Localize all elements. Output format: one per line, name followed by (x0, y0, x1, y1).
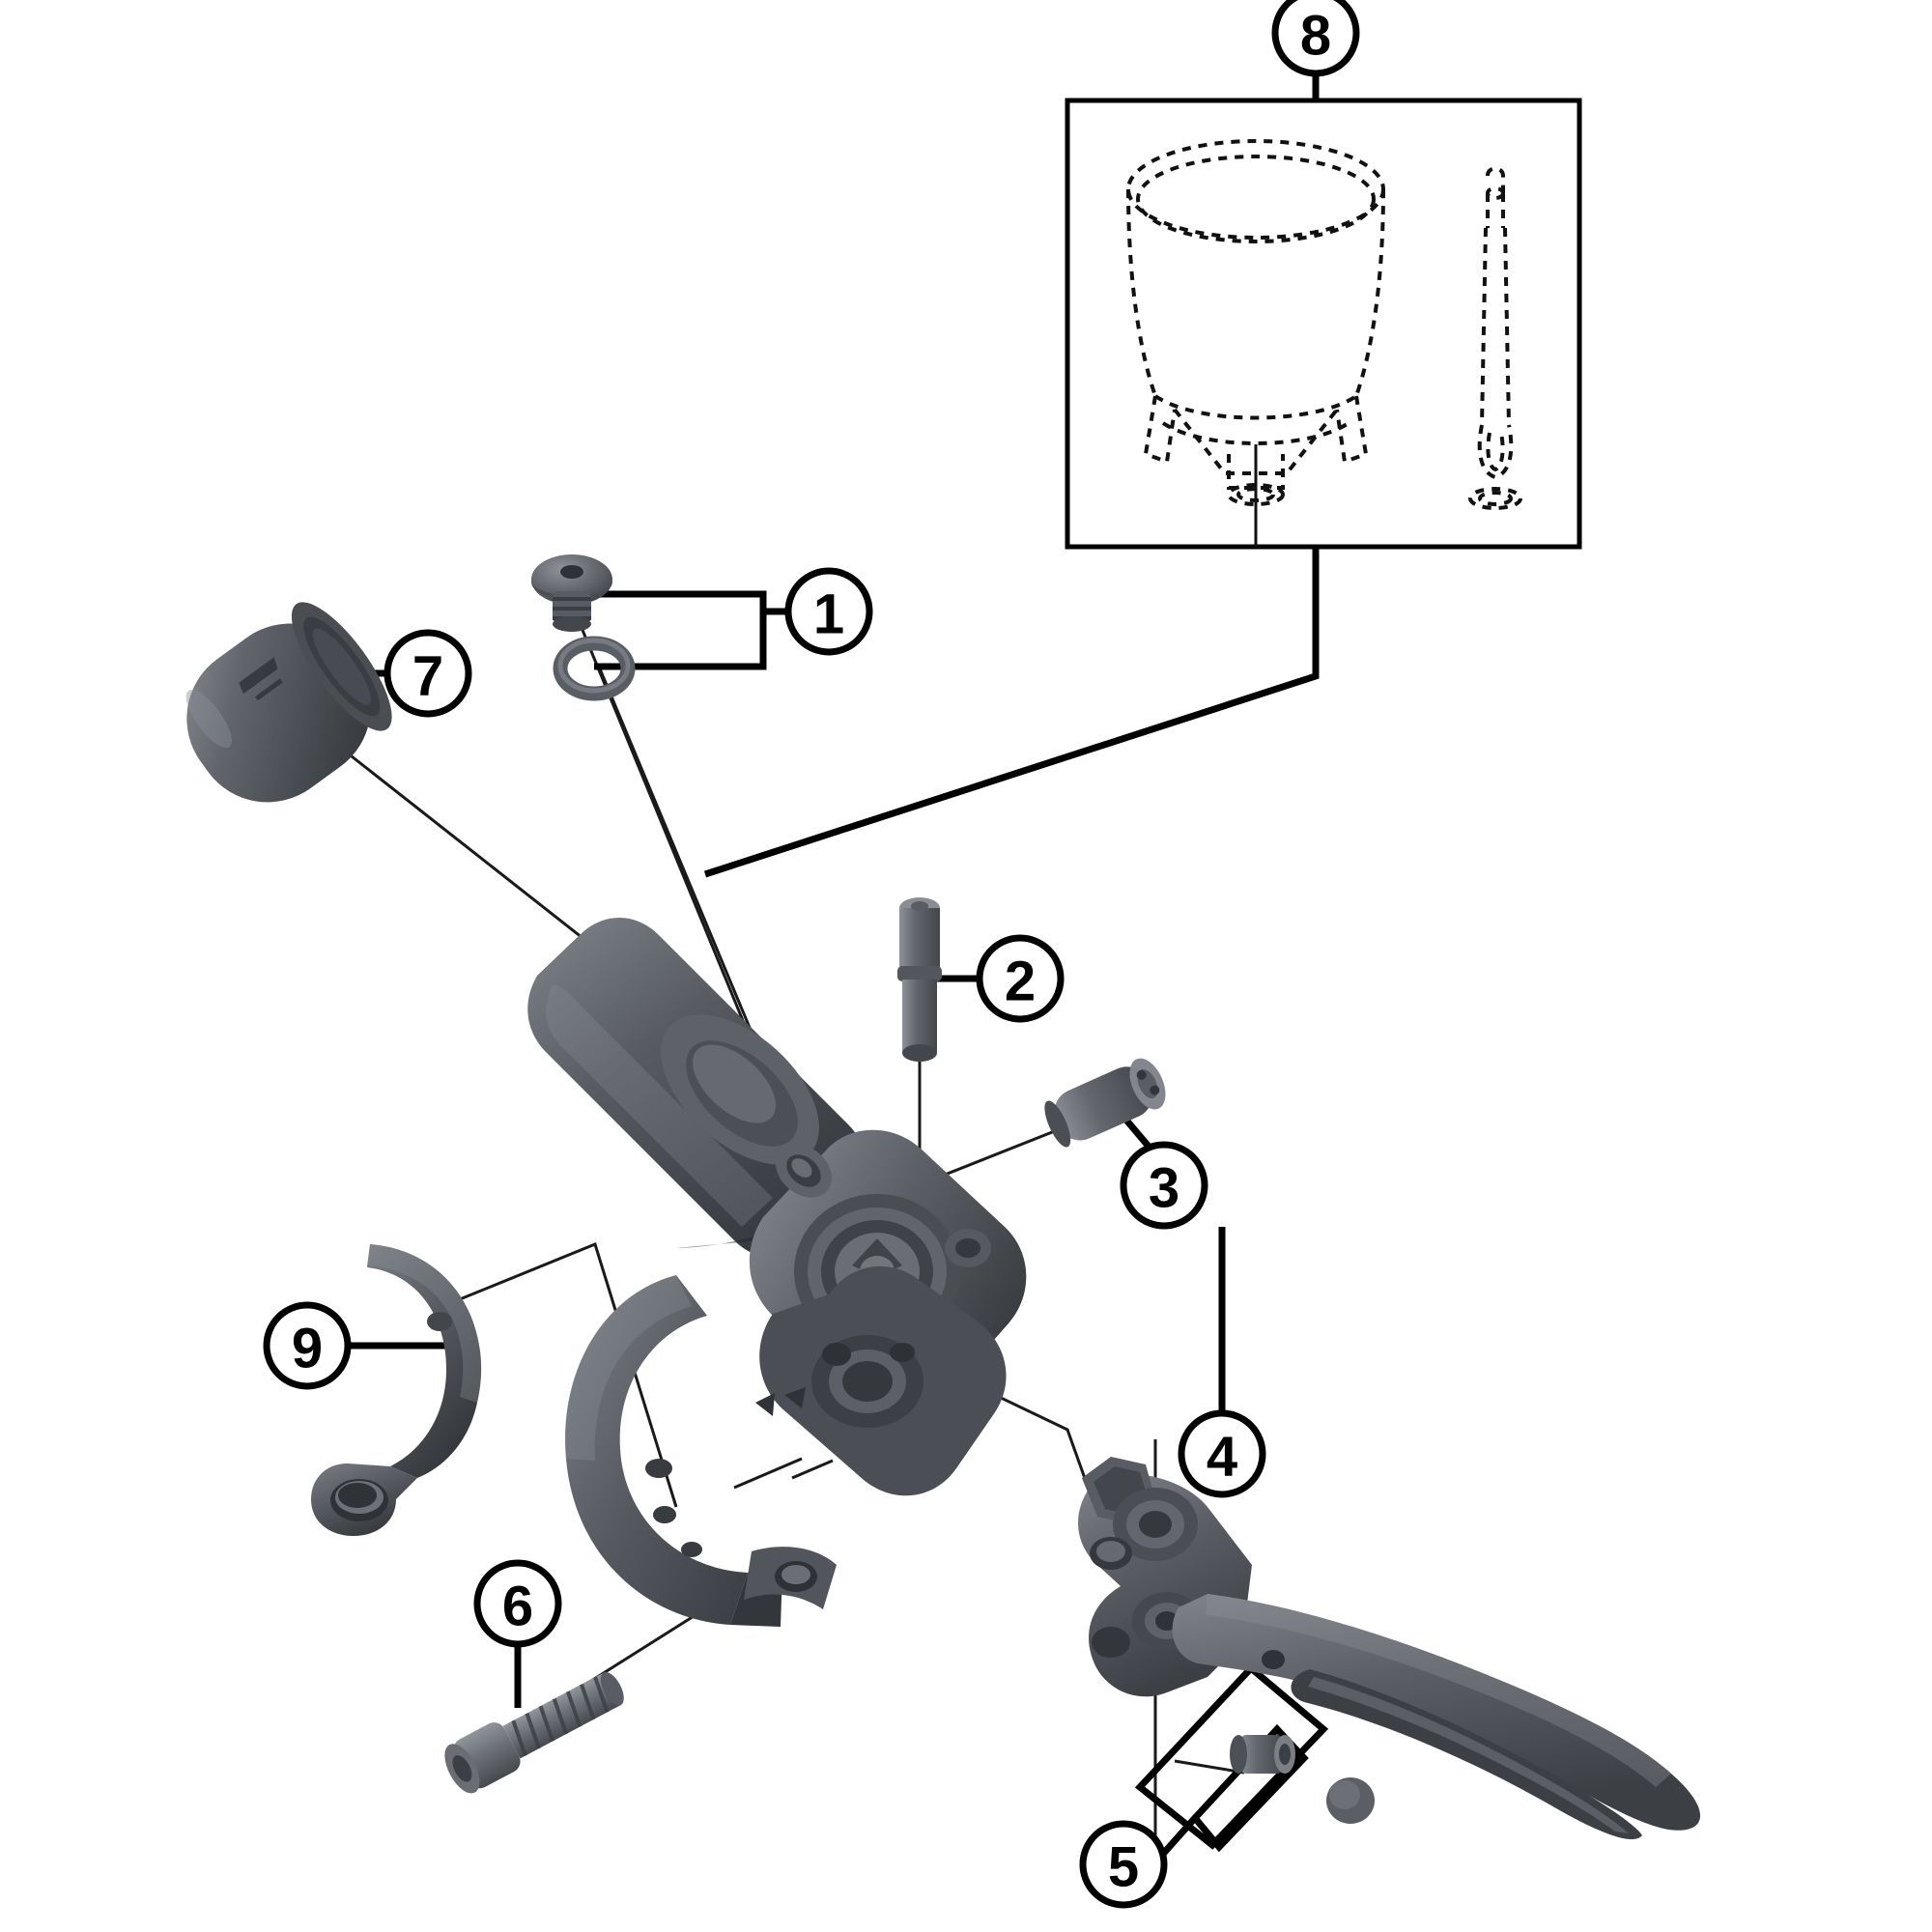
callout-8[interactable]: 8 (1271, 0, 1360, 77)
callout-9[interactable]: 9 (263, 1301, 352, 1390)
callout-9-label: 9 (292, 1318, 323, 1380)
part-o-ring-seal (553, 636, 636, 701)
part-pivot-pin (1326, 1777, 1375, 1824)
callout-7-label: 7 (412, 645, 443, 708)
part-push-rod-pin (897, 897, 942, 1062)
callout-2-label: 2 (1005, 951, 1036, 1013)
callout-4[interactable]: 4 (1178, 1409, 1266, 1498)
callout-7[interactable]: 7 (384, 629, 472, 718)
callout-5[interactable]: 5 (1079, 1820, 1168, 1909)
callout-3-label: 3 (1149, 1157, 1179, 1220)
callout-1[interactable]: 1 (784, 567, 873, 656)
part-pivot-bolt (1044, 1058, 1166, 1148)
part-pivot-bushing (1230, 1735, 1295, 1774)
callout-6-label: 6 (502, 1576, 533, 1638)
bleed-stopper-tool-icon (1468, 166, 1522, 510)
bleed-funnel-cup-icon (1126, 139, 1385, 506)
callout-3[interactable]: 3 (1120, 1141, 1208, 1230)
callout-8-label: 8 (1300, 5, 1331, 68)
callout-circles: 1 2 3 4 5 6 7 8 (263, 0, 1360, 1909)
part-clamp-bolt (444, 1671, 624, 1794)
part-master-cylinder-body (527, 918, 1027, 1627)
callout-1-label: 1 (813, 583, 844, 646)
part-lever-blade (1078, 1457, 1701, 1840)
part-clamp-band (311, 1244, 482, 1536)
inset-box-8 (1065, 98, 1582, 550)
callout-4-label: 4 (1207, 1426, 1237, 1489)
part-hose-boot-cover (185, 602, 392, 803)
callout-2[interactable]: 2 (976, 934, 1065, 1023)
callout-6[interactable]: 6 (473, 1559, 562, 1648)
callout-5-label: 5 (1108, 1836, 1139, 1899)
callout-5-bracket (1134, 1663, 1329, 1850)
part-bleed-screw-plug (531, 554, 612, 632)
